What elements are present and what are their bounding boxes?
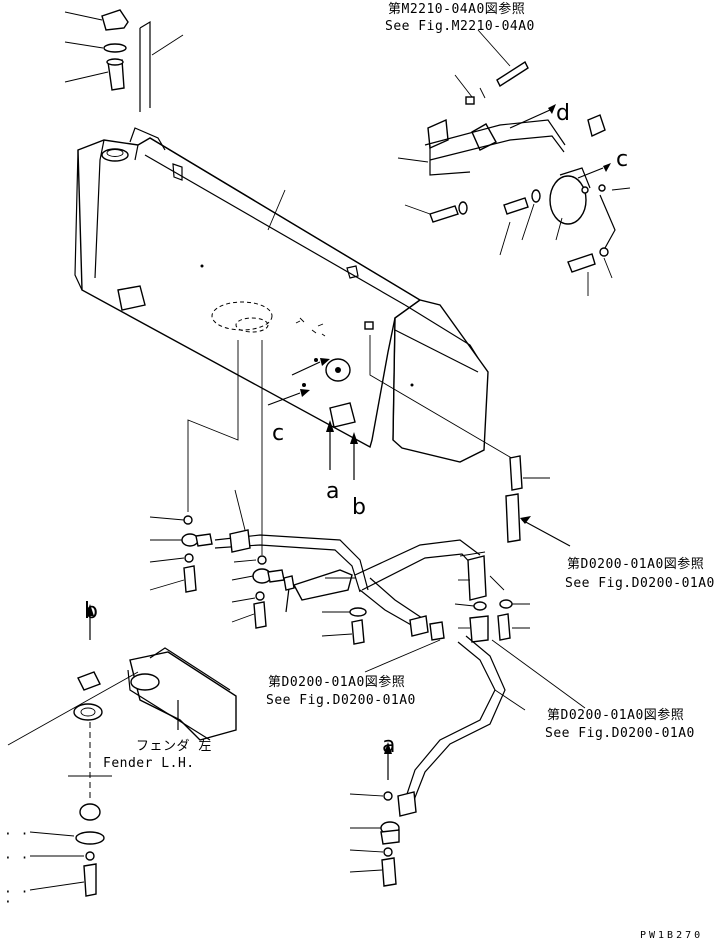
fuel-hose-assembly — [149, 489, 586, 817]
drawing-code: PW1B270 — [640, 930, 703, 941]
ref-d0200-right-en: See Fig.D0200-01A0 — [565, 576, 715, 591]
fender-label-en: Fender L.H. — [103, 756, 195, 771]
ref-m2210-en: See Fig.M2210-04A0 — [385, 19, 535, 34]
ref-m2210-jp: 第M2210-04A0図参照 — [388, 1, 525, 17]
svg-text:·: · — [4, 895, 12, 910]
tank-drain-line — [187, 335, 571, 555]
tank-connection-arrows — [267, 358, 358, 480]
svg-text:· ·: · · — [4, 885, 29, 900]
ref-d0200-right-jp: 第D0200-01A0図参照 — [567, 556, 704, 572]
ref-d0200-mid-en: See Fig.D0200-01A0 — [266, 693, 416, 708]
fender-label-jp: フェンダ 左 — [136, 739, 212, 754]
fuel-gauge-assembly — [397, 29, 631, 296]
ref-d0200-mid-jp: 第D0200-01A0図参照 — [268, 674, 405, 690]
letter-c-tank: c — [272, 421, 284, 446]
filler-cap-assembly — [64, 9, 184, 112]
letter-a-down: a — [326, 479, 339, 504]
svg-text:· ·: · · — [4, 827, 29, 842]
ref-d0200-lower-en: See Fig.D0200-01A0 — [545, 726, 695, 741]
fender-lh: · · · · · · · — [4, 604, 237, 910]
ref-d0200-lower-jp: 第D0200-01A0図参照 — [547, 707, 684, 723]
letter-b-down: b — [352, 495, 366, 520]
tank-leader — [267, 189, 286, 231]
letter-d-gauge: d — [556, 101, 570, 126]
svg-text:· ·: · · — [4, 851, 29, 866]
lower-fitting-stack — [349, 742, 400, 887]
letter-c-gauge: c — [616, 147, 628, 172]
fuel-tank — [74, 127, 489, 463]
